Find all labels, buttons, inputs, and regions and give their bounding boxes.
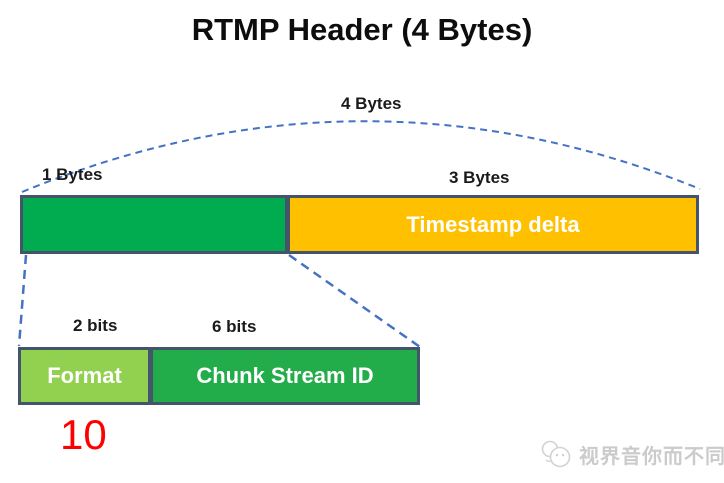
- rtmp-header-bar: Timestamp delta: [20, 195, 699, 254]
- page-title: RTMP Header (4 Bytes): [191, 12, 533, 47]
- timestamp-delta-cell: Timestamp delta: [287, 195, 699, 254]
- label-2-bits: 2 bits: [73, 316, 118, 335]
- first-byte-detail-bar: Format Chunk Stream ID: [18, 347, 420, 405]
- chunk-stream-id-cell: Chunk Stream ID: [150, 347, 420, 405]
- label-6-bits: 6 bits: [212, 317, 257, 336]
- format-label: Format: [47, 363, 122, 388]
- chunk-stream-id-label: Chunk Stream ID: [196, 363, 374, 388]
- label-3-bytes: 3 Bytes: [449, 168, 510, 187]
- first-byte-cell: [20, 195, 288, 254]
- label-1-bytes: 1 Bytes: [42, 165, 103, 184]
- left-connector-line: [17, 254, 28, 347]
- format-value-10: 10: [60, 411, 107, 458]
- four-bytes-arc: [21, 120, 701, 193]
- watermark: 视界音你而不同: [540, 438, 724, 470]
- right-connector-line: [288, 253, 421, 349]
- timestamp-delta-label: Timestamp delta: [406, 211, 580, 237]
- watermark-text: 视界音你而不同: [579, 445, 724, 468]
- watermark-logo-icon: [541, 440, 571, 468]
- format-cell: Format: [18, 347, 151, 405]
- arc-label-4-bytes: 4 Bytes: [341, 94, 402, 113]
